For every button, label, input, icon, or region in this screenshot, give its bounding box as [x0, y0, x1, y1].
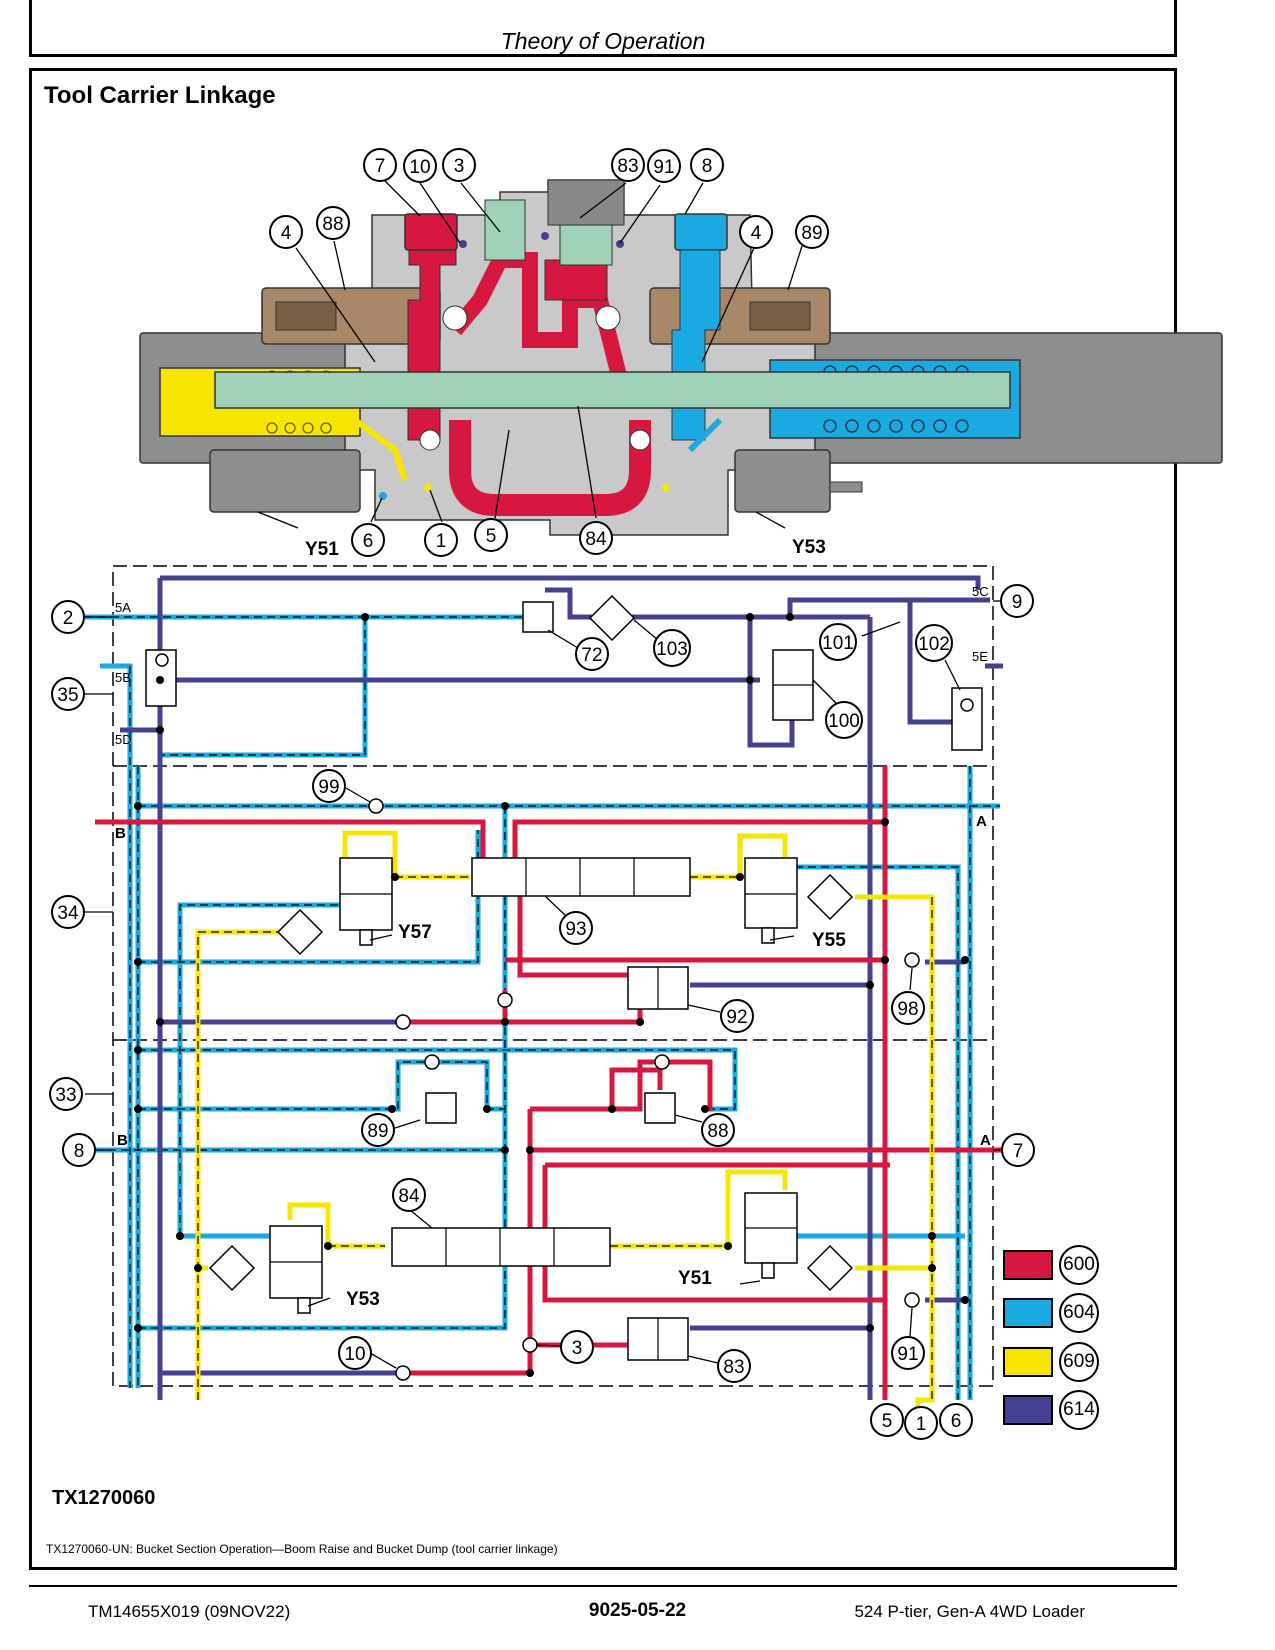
legend-swatch-600: [1003, 1250, 1053, 1280]
svg-text:92: 92: [726, 1007, 747, 1028]
footer-page-number: 9025-05-22: [588, 1600, 687, 1621]
top-callouts: 7 10 3 83 91 8 4 88 4 89 6 1 5 84: [269, 148, 829, 557]
svg-text:101: 101: [822, 633, 854, 654]
svg-text:103: 103: [656, 639, 688, 660]
svg-text:1: 1: [916, 1414, 927, 1435]
svg-text:3: 3: [454, 156, 465, 177]
svg-text:Y55: Y55: [812, 930, 846, 951]
svg-text:89: 89: [801, 223, 822, 244]
svg-text:2: 2: [63, 608, 74, 629]
svg-text:88: 88: [707, 1121, 728, 1142]
svg-text:9: 9: [1012, 592, 1023, 613]
svg-text:A: A: [976, 813, 987, 830]
figure-title: Tool Carrier Linkage: [44, 82, 276, 109]
schematic-leaders: [85, 600, 1000, 1369]
svg-text:89: 89: [367, 1121, 388, 1142]
top-leaders: [257, 180, 803, 529]
legend-swatch-609: [1003, 1347, 1053, 1377]
svg-text:5A: 5A: [115, 600, 131, 615]
svg-text:3: 3: [572, 1338, 583, 1359]
figure-frame: [29, 68, 1177, 1570]
junction-dots: [134, 613, 969, 1377]
svg-text:99: 99: [318, 777, 339, 798]
svg-text:4: 4: [751, 223, 762, 244]
svg-text:6: 6: [363, 531, 374, 552]
svg-text:93: 93: [565, 919, 586, 940]
yellow-lines: [195, 830, 935, 1410]
svg-text:5: 5: [882, 1411, 893, 1432]
svg-text:83: 83: [617, 156, 638, 177]
svg-text:83: 83: [723, 1357, 744, 1378]
valve-cutaway: [139, 179, 1223, 536]
footer-rule: [29, 1585, 1177, 1587]
svg-text:91: 91: [653, 157, 674, 178]
svg-text:8: 8: [74, 1141, 85, 1162]
legend-swatch-604: [1003, 1298, 1053, 1328]
svg-text:84: 84: [585, 529, 607, 550]
svg-text:100: 100: [828, 711, 860, 732]
schematic-frames: [112, 565, 994, 1387]
legend-swatch-614: [1003, 1395, 1053, 1425]
legend-label-609: 609: [1059, 1342, 1099, 1382]
svg-text:72: 72: [581, 645, 602, 666]
svg-text:B: B: [117, 1132, 128, 1149]
svg-text:4: 4: [281, 223, 292, 244]
svg-text:5C: 5C: [972, 584, 989, 599]
svg-text:88: 88: [322, 214, 343, 235]
schematic-callouts: 2 35 34 33 8 9 72 103 101 102 100 99 93 …: [49, 584, 1035, 1440]
svg-text:33: 33: [55, 1085, 76, 1106]
svg-text:7: 7: [1013, 1141, 1024, 1162]
header-frame: Theory of Operation: [29, 0, 1177, 57]
svg-text:10: 10: [344, 1344, 365, 1365]
svg-text:34: 34: [57, 903, 79, 924]
svg-text:35: 35: [57, 685, 78, 706]
svg-text:5: 5: [486, 526, 497, 547]
coil-label-y51-top: Y51: [305, 539, 339, 560]
svg-text:84: 84: [398, 1186, 420, 1207]
svg-text:Y51: Y51: [678, 1268, 712, 1289]
svg-text:8: 8: [702, 156, 713, 177]
port-labels: 5A 5B 5D 5C 5E B A B A: [115, 584, 991, 1149]
svg-text:A: A: [980, 1132, 991, 1149]
svg-text:Y57: Y57: [398, 922, 432, 943]
svg-text:5B: 5B: [115, 670, 131, 685]
svg-text:102: 102: [918, 634, 950, 655]
svg-text:6: 6: [951, 1411, 962, 1432]
svg-text:B: B: [115, 825, 126, 842]
svg-text:5D: 5D: [115, 732, 132, 747]
coil-labels: Y57 Y55 Y53 Y51: [346, 922, 846, 1310]
legend-label-614: 614: [1059, 1390, 1099, 1430]
schematic-components: [145, 594, 983, 1381]
figure-id: TX1270060: [52, 1487, 156, 1509]
legend-label-604: 604: [1059, 1293, 1099, 1333]
svg-text:10: 10: [409, 157, 430, 178]
coil-label-y53-top: Y53: [792, 537, 826, 558]
svg-text:Y53: Y53: [346, 1289, 380, 1310]
svg-text:1: 1: [436, 531, 447, 552]
footer-manual-id: TM14655X019 (09NOV22): [88, 1602, 291, 1621]
figure-caption: TX1270060-UN: Bucket Section Operation—B…: [46, 1542, 558, 1556]
svg-text:91: 91: [897, 1344, 918, 1365]
svg-text:5E: 5E: [972, 649, 988, 664]
legend-label-600: 600: [1059, 1245, 1099, 1285]
spool-divisions: [270, 684, 813, 1360]
footer-model: 524 P-tier, Gen-A 4WD Loader: [854, 1602, 1085, 1621]
svg-text:7: 7: [375, 156, 386, 177]
svg-text:98: 98: [897, 999, 918, 1020]
purple-lines: [120, 575, 1003, 1400]
page-header-title: Theory of Operation: [500, 28, 706, 54]
